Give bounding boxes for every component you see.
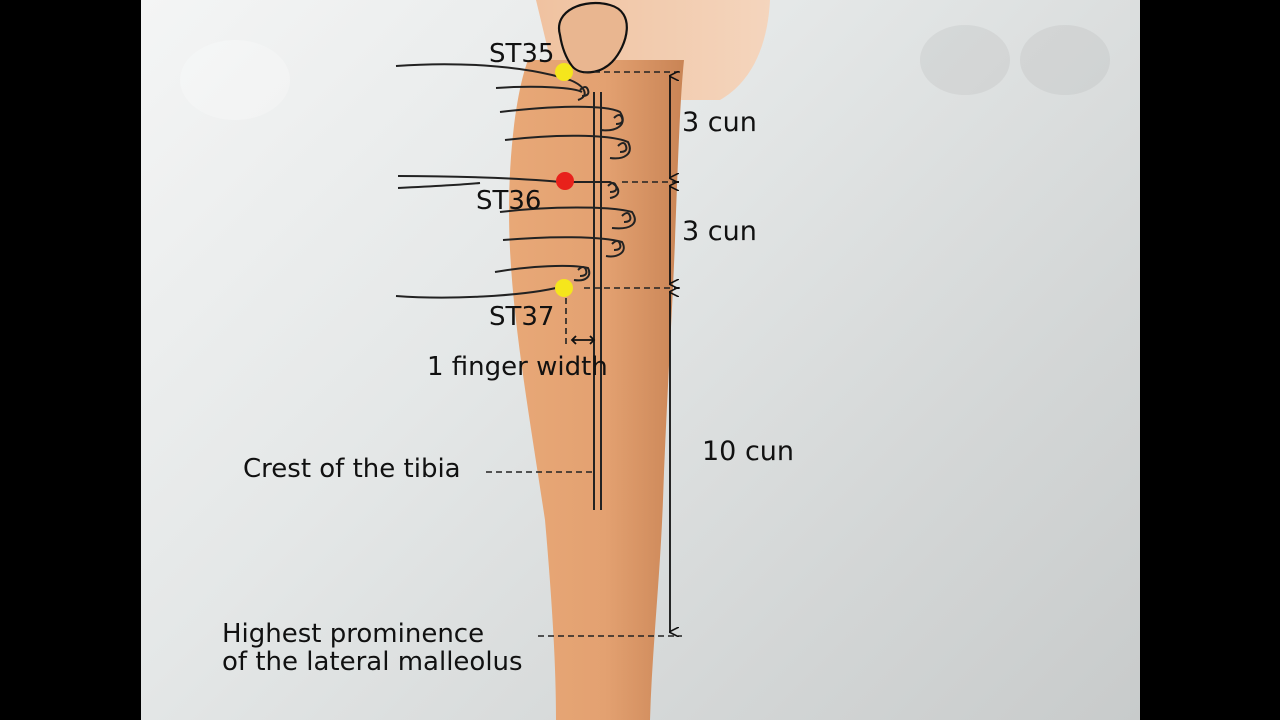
dashed-guides [486, 71, 682, 637]
st37-label: ST37 [489, 302, 554, 332]
middle-measure-label: 3 cun [682, 216, 757, 247]
st37-point[interactable] [555, 279, 573, 297]
finger-width-label: 1 finger width [427, 352, 608, 382]
st35-label: ST35 [489, 39, 554, 69]
malleolus-label-line1: Highest prominence [222, 619, 484, 649]
lower-leg-shape [509, 60, 684, 720]
watermark-logos [180, 25, 1110, 120]
st36-point[interactable] [556, 172, 574, 190]
tibia-crest-label: Crest of the tibia [243, 454, 461, 484]
malleolus-label-line2: of the lateral malleolus [222, 647, 523, 677]
measure-arrows [570, 76, 670, 632]
upper-measure-label: 3 cun [682, 107, 757, 138]
lower-measure-label: 10 cun [702, 436, 794, 467]
tibia-crest-lines [593, 92, 602, 510]
patella-outline [557, 1, 628, 74]
st35-point[interactable] [555, 63, 573, 81]
hand-outline [395, 63, 636, 299]
st36-label: ST36 [476, 186, 541, 216]
